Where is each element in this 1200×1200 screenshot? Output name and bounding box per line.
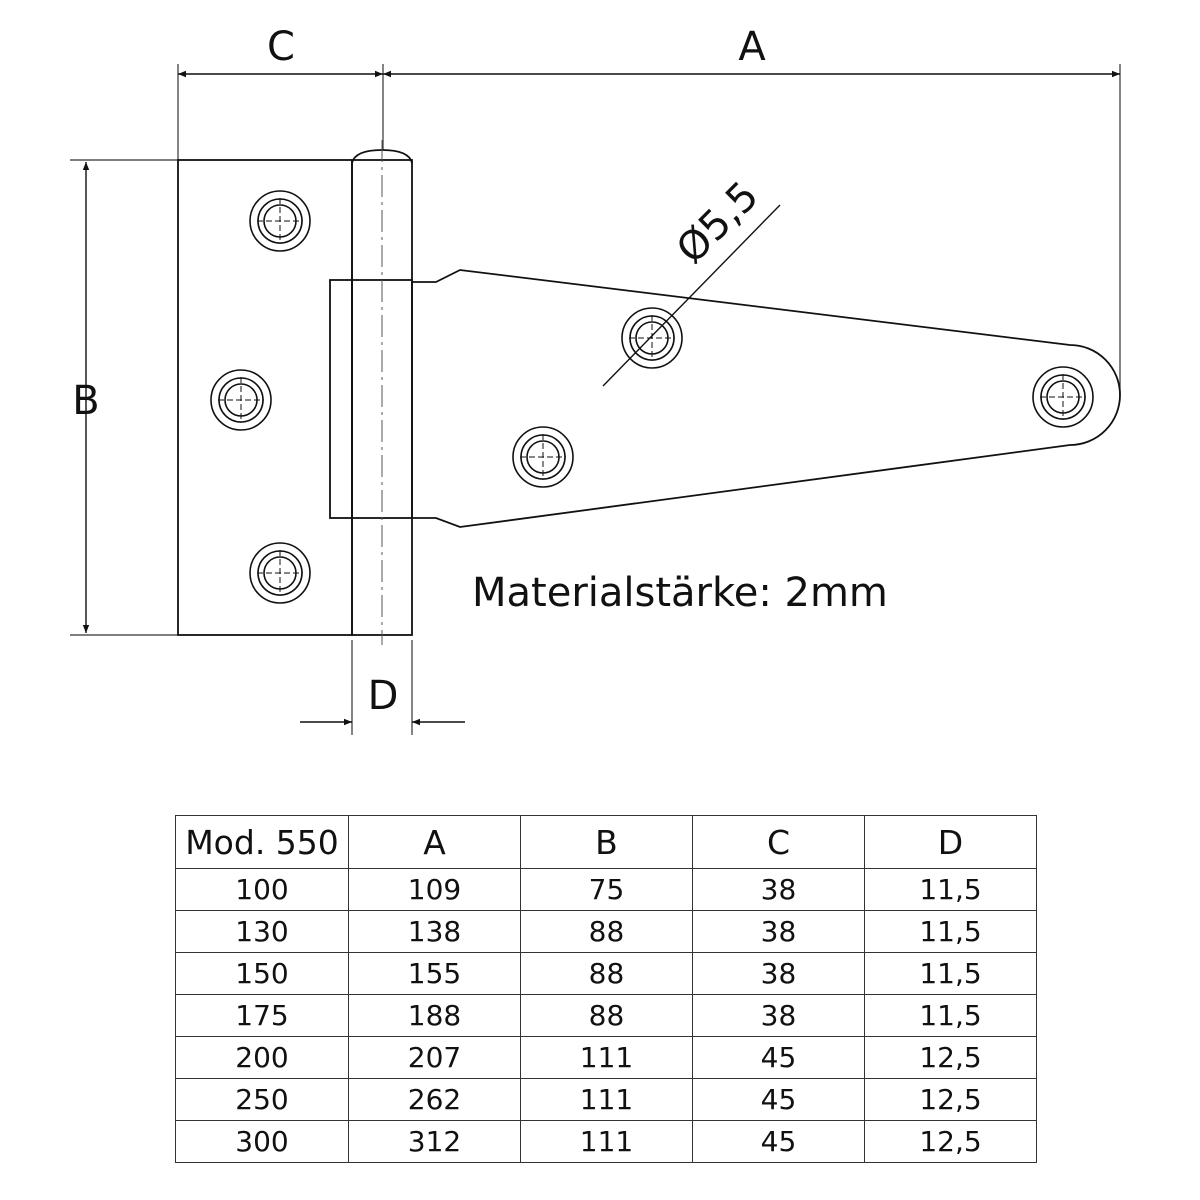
screw-hole <box>1032 366 1094 428</box>
hinge-tapered-strap <box>412 269 1121 528</box>
header-a: A <box>348 815 521 869</box>
cell-b: 88 <box>520 910 693 953</box>
dimension-label-d: D <box>368 673 399 719</box>
hinge-rectangular-leaf <box>177 159 353 636</box>
hole-diameter-leader <box>602 204 781 387</box>
cell-a: 262 <box>348 1078 521 1121</box>
screw-holes <box>210 190 1094 604</box>
cell-c: 45 <box>692 1036 865 1079</box>
dimension-label-a: A <box>738 24 766 70</box>
dimension-label-b: B <box>72 378 99 424</box>
cell-model: 130 <box>175 910 349 953</box>
table-row: 250 262 111 45 12,5 <box>175 1078 1037 1121</box>
cell-d: 12,5 <box>864 1120 1037 1163</box>
cell-d: 11,5 <box>864 868 1037 911</box>
hinge-strap-knuckle <box>329 279 413 519</box>
cell-c: 38 <box>692 952 865 995</box>
table-row: 200 207 111 45 12,5 <box>175 1036 1037 1079</box>
screw-hole-dimensioned <box>621 307 683 369</box>
cell-c: 38 <box>692 868 865 911</box>
dimensions-table: Mod. 550 A B C D 100 109 75 38 11,5 130 … <box>175 815 1037 1163</box>
table-row: 175 188 88 38 11,5 <box>175 994 1037 1037</box>
extension-lines <box>70 64 1121 735</box>
dimension-label-c: C <box>267 24 295 70</box>
screw-hole <box>512 426 574 488</box>
cell-d: 11,5 <box>864 994 1037 1037</box>
header-c: C <box>692 815 865 869</box>
hinge-technical-drawing: C A B D Ø5,5 Materialstärke: 2mm <box>70 24 1121 735</box>
cell-a: 188 <box>348 994 521 1037</box>
cell-c: 38 <box>692 994 865 1037</box>
cell-c: 38 <box>692 910 865 953</box>
cell-a: 312 <box>348 1120 521 1163</box>
cell-c: 45 <box>692 1078 865 1121</box>
cell-b: 111 <box>520 1078 693 1121</box>
cell-b: 111 <box>520 1120 693 1163</box>
header-d: D <box>864 815 1037 869</box>
cell-model: 250 <box>175 1078 349 1121</box>
cell-b: 75 <box>520 868 693 911</box>
cell-b: 111 <box>520 1036 693 1079</box>
cell-b: 88 <box>520 952 693 995</box>
screw-hole <box>249 190 311 252</box>
dimension-lines <box>82 70 1120 726</box>
cell-d: 12,5 <box>864 1078 1037 1121</box>
cell-d: 12,5 <box>864 1036 1037 1079</box>
cell-model: 100 <box>175 868 349 911</box>
table-row: 300 312 111 45 12,5 <box>175 1120 1037 1163</box>
cell-b: 88 <box>520 994 693 1037</box>
cell-a: 109 <box>348 868 521 911</box>
table-row: 100 109 75 38 11,5 <box>175 868 1037 911</box>
cell-model: 300 <box>175 1120 349 1163</box>
cell-a: 138 <box>348 910 521 953</box>
cell-d: 11,5 <box>864 910 1037 953</box>
cell-d: 11,5 <box>864 952 1037 995</box>
screw-hole <box>210 369 272 431</box>
cell-a: 207 <box>348 1036 521 1079</box>
hinge <box>177 140 1121 645</box>
material-thickness-note: Materialstärke: 2mm <box>472 570 888 616</box>
header-model: Mod. 550 <box>175 815 349 869</box>
cell-a: 155 <box>348 952 521 995</box>
table-header-row: Mod. 550 A B C D <box>175 815 1037 869</box>
cell-model: 150 <box>175 952 349 995</box>
cell-c: 45 <box>692 1120 865 1163</box>
cell-model: 175 <box>175 994 349 1037</box>
hole-diameter-label: Ø5,5 <box>668 173 768 273</box>
screw-hole <box>249 542 311 604</box>
cell-model: 200 <box>175 1036 349 1079</box>
table-row: 130 138 88 38 11,5 <box>175 910 1037 953</box>
header-b: B <box>520 815 693 869</box>
table-row: 150 155 88 38 11,5 <box>175 952 1037 995</box>
